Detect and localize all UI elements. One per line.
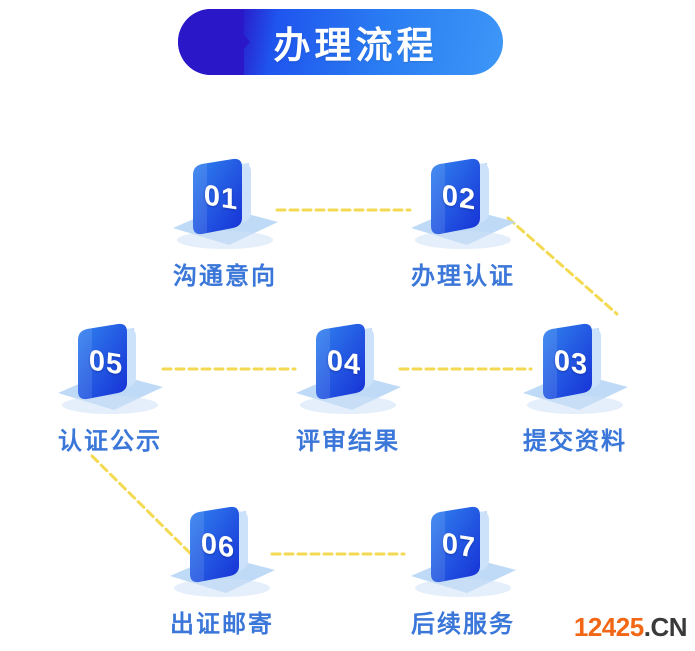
step-card-icon [383,500,543,604]
step-label: 后续服务 [411,611,515,638]
watermark-number: 12425 [573,612,644,642]
banner-pill-background [178,9,503,75]
step-label: 出证邮寄 [170,611,274,638]
step-label: 认证公示 [58,428,162,455]
step-card-icon [383,152,543,256]
step-label: 评审结果 [296,428,400,455]
step-card-icon [495,317,655,421]
banner-chevron-icon [236,26,250,58]
step-label: 沟通意向 [173,263,277,290]
step-label: 办理认证 [411,263,515,290]
page-title: 办理流程 [273,25,438,66]
step-label: 提交资料 [523,428,627,455]
site-watermark: 12425.CN [573,612,688,643]
page-title-banner: 办理流程 [178,9,503,75]
watermark-tld: CN [650,612,687,642]
step-card-icon [145,152,305,256]
step-card-icon [30,317,190,421]
step-card-icon [268,317,428,421]
banner-dark-section [178,9,244,75]
watermark-dot: . [643,612,651,642]
step-card-icon [142,500,302,604]
